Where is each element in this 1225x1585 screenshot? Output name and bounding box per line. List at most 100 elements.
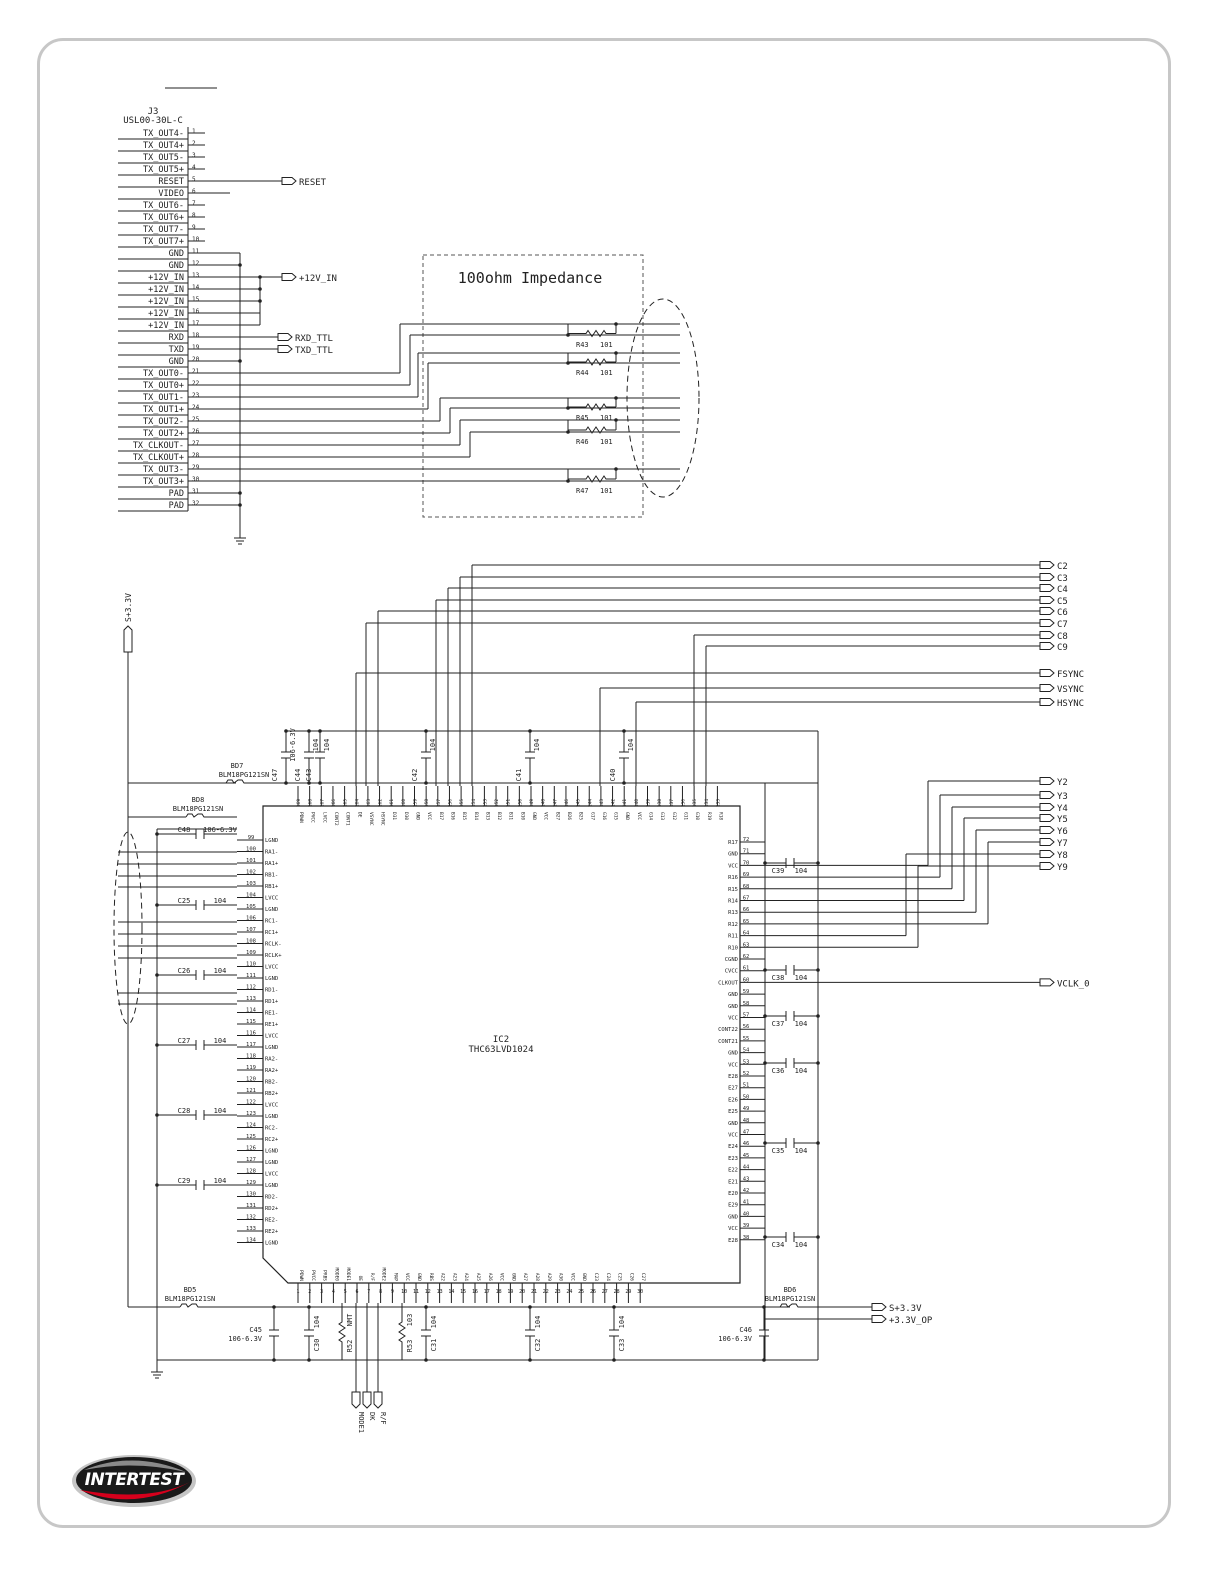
connector-pin-number: 31 (192, 488, 200, 495)
ic-pin-number: 21 (531, 1289, 537, 1295)
ic-pin-label: A30 (558, 1273, 564, 1281)
junction-dot (566, 430, 570, 434)
junction-dot (238, 263, 242, 267)
connector-pin-label: TX_OUT3+ (143, 477, 184, 487)
junction-dot (424, 729, 428, 733)
connector-pin-number: 18 (192, 332, 200, 339)
cap-ref: C34 (772, 1241, 785, 1249)
ic-pin-label: DE (356, 812, 362, 818)
y-net-Y3: Y3 (1057, 792, 1068, 802)
ic-pin-label: GND (728, 1051, 738, 1057)
ic-pin-number: 152 (494, 799, 500, 807)
ic-pin-number: 1 (296, 1289, 299, 1295)
y-net-Y5-port-icon (1039, 814, 1055, 822)
ic-pin-number: 16 (472, 1289, 478, 1295)
resistor-ref: R45 (576, 414, 589, 422)
junction-dot (318, 781, 322, 785)
ic-pin-number: 158 (424, 799, 430, 807)
c-net-C5: C5 (1057, 597, 1068, 607)
ic-pin-number: 68 (743, 884, 750, 890)
ic-pin-label: E24 (728, 1144, 739, 1150)
connector-pin-label: +12V_IN (148, 273, 184, 283)
ic-pin-number: 53 (743, 1059, 750, 1065)
ic-pin-label: LGND (265, 976, 278, 982)
ic-pin-number: 151 (506, 799, 512, 807)
junction-dot (272, 1305, 276, 1309)
ic-pin-label: A24 (463, 1273, 469, 1281)
ic-pin-number: 18 (496, 1289, 502, 1295)
ic-pin-number: 168 (308, 799, 314, 807)
ic-pin-label: VCC (728, 1133, 738, 1139)
ic-pin-label: G16 (601, 812, 607, 820)
ic-pin-label: E22 (728, 1168, 738, 1174)
cap-value: 106-6.3V (289, 727, 297, 762)
connector-pin-number: 8 (192, 212, 196, 219)
connector-pin-label: TX_OUT6+ (143, 213, 184, 223)
bottom-port-label: MODE1 (357, 1412, 365, 1433)
y-net-Y3-port-icon (1039, 791, 1055, 799)
sync-net-HSYNC: HSYNC (1057, 699, 1084, 709)
r53-resistor-icon (398, 1318, 406, 1346)
junction-dot (528, 1358, 532, 1362)
ic-pin-label: R16 (728, 875, 738, 881)
ic-pin-label: E29 (728, 1203, 738, 1209)
ic-pin-label: E28 (728, 1074, 738, 1080)
ic-pin-label: A28 (534, 1273, 540, 1281)
ic-pin-label: GND (728, 1121, 738, 1127)
ic-pin-label: VCC (569, 1273, 575, 1281)
ic-pin-number: 163 (366, 799, 372, 807)
junction-dot (155, 832, 159, 836)
c-net-C9: C9 (1057, 643, 1068, 653)
ic-pin-number: 28 (614, 1289, 620, 1295)
ic-pin-label: C25 (617, 1273, 623, 1281)
ic-pin-label: MODE2 (381, 1267, 387, 1281)
ic-pin-label: C27 (640, 1273, 646, 1281)
junction-dot (272, 1358, 276, 1362)
c-net-C3-port-icon (1039, 573, 1055, 581)
sync-net-VSYNC-port-icon (1039, 684, 1055, 692)
ic-pin-number: 5 (344, 1289, 347, 1295)
ic-pin-label: VCC (728, 1226, 738, 1232)
bead-ref: BD8 (192, 796, 205, 804)
ic-pin-number: 162 (378, 799, 384, 807)
connector-pin-number: 22 (192, 380, 200, 387)
ic-pin-number: 42 (743, 1188, 750, 1194)
ic-pin-label: GND (728, 852, 738, 858)
ic-pin-number: 113 (246, 996, 256, 1002)
ic-pin-label: MAP (392, 1273, 398, 1281)
resistor-value: 101 (600, 341, 613, 349)
impedance-label: 100ohm Impedance (458, 269, 603, 287)
bead-ref: BD5 (184, 1286, 197, 1294)
logo-swoosh-icon (72, 1455, 196, 1507)
cap-ref: C29 (178, 1177, 191, 1185)
y-net-Y7-port-icon (1039, 838, 1055, 846)
ic-pin-number: 119 (246, 1065, 256, 1071)
c-net-C7: C7 (1057, 620, 1068, 630)
ic-pin-label: HSYNC (380, 812, 386, 826)
connector-pin-label: TX_OUT1- (143, 393, 184, 403)
ic-pin-label: RE1- (265, 1011, 278, 1017)
cap-value: 104 (533, 739, 541, 752)
resistor-value: 101 (600, 414, 613, 422)
connector-pin-number: 16 (192, 308, 200, 315)
c-net-C8-port-icon (1039, 631, 1055, 639)
ic-pin-label: B16 (449, 812, 455, 820)
ic-pin-label: VCC (404, 1273, 410, 1281)
y-net-Y9: Y9 (1057, 863, 1068, 873)
ic-pin-label: R18 (717, 812, 723, 820)
ic-pin-label: RB2- (265, 1080, 278, 1086)
ic-pin-number: 153 (482, 799, 488, 807)
ic-pin-label: CONT22 (718, 1027, 738, 1033)
ic-pin-number: 10 (401, 1289, 407, 1295)
ic-pin-number: 157 (436, 799, 442, 807)
c-net-C4-port-icon (1039, 584, 1055, 592)
ic-pin-label: A26 (487, 1273, 493, 1281)
ic-pin-number: 62 (743, 954, 750, 960)
bottom-port-icon (362, 1391, 372, 1409)
junction-dot (614, 467, 618, 471)
cap-value: 104 (214, 1107, 227, 1115)
ic-pin-label: LVCC (321, 812, 327, 823)
junction-dot (816, 968, 820, 972)
c-net-C4: C4 (1057, 585, 1068, 595)
ic-pin-label: RCLK- (265, 942, 282, 948)
